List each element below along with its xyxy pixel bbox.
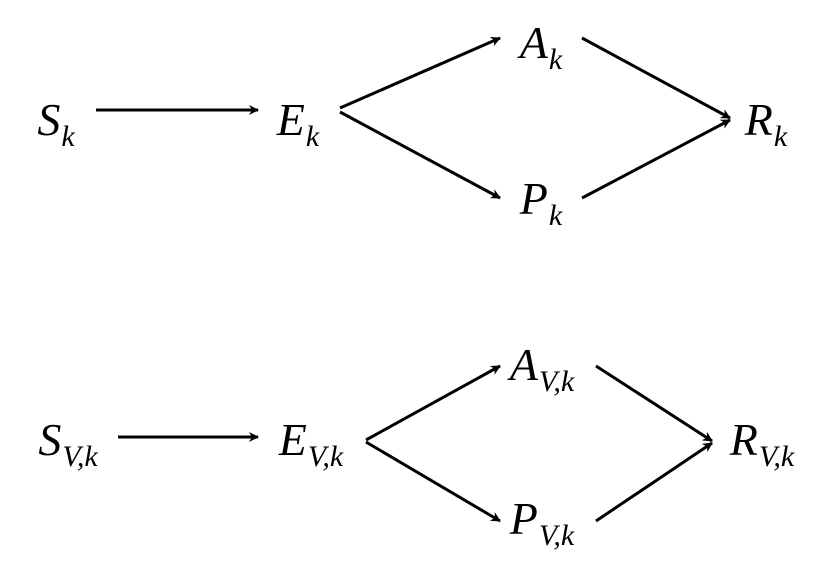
- node-a-vk: AV,k: [509, 339, 575, 398]
- arrow-p-to-r-vk: [595, 441, 713, 523]
- node-a-k: Ak: [519, 17, 563, 76]
- node-r-vk: RV,k: [729, 414, 795, 473]
- arrow-a-to-r-k: [581, 36, 731, 120]
- arrow-a-to-r-vk: [595, 364, 713, 443]
- node-p-k: Pk: [519, 173, 563, 232]
- node-r-k: Rk: [744, 94, 788, 153]
- node-p-vk: PV,k: [509, 493, 575, 552]
- node-e-vk: EV,k: [278, 414, 344, 473]
- arrow-e-to-p-vk: [365, 440, 501, 523]
- arrow-e-to-p-k: [339, 110, 501, 200]
- node-e-k: Ek: [276, 94, 320, 153]
- arrow-e-to-a-k: [339, 36, 501, 110]
- arrow-e-to-a-vk: [365, 364, 501, 442]
- node-s-k: Sk: [37, 94, 75, 153]
- node-s-vk: SV,k: [38, 414, 98, 473]
- arrow-p-to-r-k: [581, 118, 731, 200]
